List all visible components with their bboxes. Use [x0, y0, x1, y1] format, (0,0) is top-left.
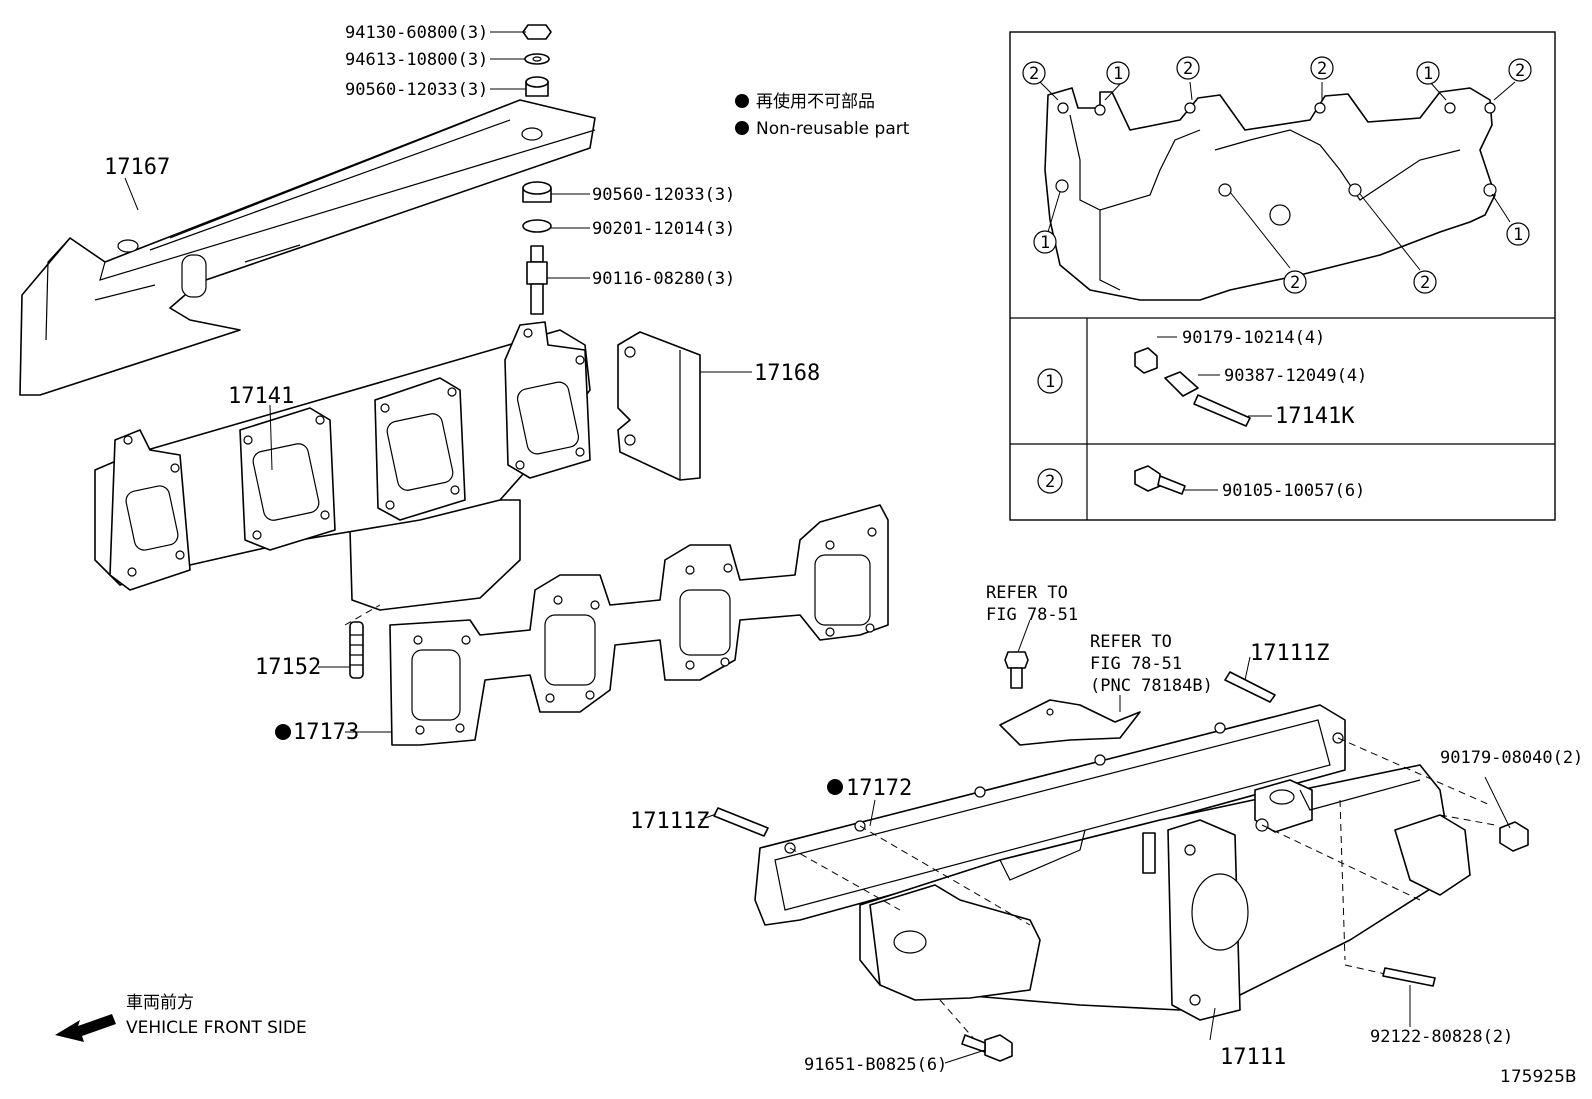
label-17111: 17111	[1220, 1045, 1286, 1070]
label-17168: 17168	[754, 361, 820, 386]
row1-stud: 17141K	[1275, 404, 1355, 429]
marker-1: 1	[1040, 233, 1050, 253]
label-17111Z-right: 17111Z	[1250, 641, 1329, 666]
label-92122: 92122-80828(2)	[1370, 1027, 1513, 1047]
figure-code: 175925B	[1500, 1067, 1577, 1087]
direction-en: VEHICLE FRONT SIDE	[126, 1018, 307, 1038]
gasket-17173	[389, 504, 889, 746]
inset-row1-fasteners	[1134, 347, 1251, 427]
legend-dot-en-icon	[735, 121, 749, 135]
bolt-91651	[961, 1034, 1013, 1062]
label-17141: 17141	[228, 384, 294, 409]
marker-2: 2	[1515, 61, 1525, 81]
label-90179-08040: 90179-08040(2)	[1440, 748, 1583, 768]
exhaust-manifold-17141	[94, 321, 591, 611]
marker-2: 2	[1183, 59, 1193, 79]
inset-markers	[1039, 81, 1516, 271]
leader-lines	[124, 31, 1511, 1064]
marker-2: 2	[1029, 64, 1039, 84]
intake-manifold-17111	[859, 764, 1471, 1021]
refer2-line1: REFER TO	[1090, 632, 1172, 652]
label-17172: 17172	[846, 776, 912, 801]
row1-marker: 1	[1045, 372, 1055, 392]
refer2-line2: FIG 78-51	[1090, 654, 1182, 674]
refer1-line2: FIG 78-51	[986, 605, 1078, 625]
nut-90179-08040	[1499, 821, 1529, 852]
label-94130: 94130-60800(3)	[345, 23, 488, 43]
marker-1: 1	[1513, 225, 1523, 245]
alignment-lines	[789, 737, 1496, 1041]
stud-92122	[1382, 967, 1436, 987]
stud-17111Z-left	[713, 807, 769, 837]
refer2-line3: (PNC 78184B)	[1090, 676, 1213, 696]
marker-2: 2	[1420, 273, 1430, 293]
bolt-refer	[1004, 651, 1029, 689]
row1-collar: 90387-12049(4)	[1224, 366, 1367, 386]
row1-marker-circle	[1037, 368, 1063, 394]
legend-dot-jp-icon	[735, 94, 749, 108]
legend-en: Non-reusable part	[756, 119, 910, 139]
legend-jp: 再使用不可部品	[756, 91, 875, 112]
inset-row2-bolt	[1134, 465, 1186, 495]
label-90201: 90201-12014(3)	[592, 219, 735, 239]
row2-marker: 2	[1045, 472, 1055, 492]
label-90560: 90560-12033(3)	[592, 185, 735, 205]
bracket-17168	[617, 331, 701, 481]
label-90560-top: 90560-12033(3)	[345, 80, 488, 100]
non-reusable-dot-17173-icon	[275, 724, 291, 740]
row2-marker-circle	[1037, 468, 1063, 494]
marker-1: 1	[1113, 64, 1123, 84]
label-94613: 94613-10800(3)	[345, 50, 488, 70]
inset-number-markers: 2 1 2 2 1 2 1 2 2 1	[1022, 56, 1532, 294]
direction-jp: 車両前方	[126, 993, 194, 1013]
label-17173: 17173	[293, 720, 359, 745]
heat-insulator-17167	[19, 99, 596, 396]
stud-17152	[349, 621, 364, 679]
label-17152: 17152	[255, 655, 321, 680]
marker-1: 1	[1423, 64, 1433, 84]
row2-bolt: 90105-10057(6)	[1222, 481, 1365, 501]
top-fasteners	[522, 24, 552, 97]
stud-17111Z-right	[1224, 671, 1276, 703]
marker-2: 2	[1317, 59, 1327, 79]
marker-2: 2	[1290, 273, 1300, 293]
row1-bolt: 90179-10214(4)	[1182, 328, 1325, 348]
inset-detail-box	[1009, 31, 1556, 521]
vehicle-front-arrow-icon	[55, 1014, 116, 1042]
label-91651: 91651-B0825(6)	[804, 1055, 947, 1075]
bracket-78184b	[999, 699, 1141, 746]
label-17167: 17167	[104, 155, 170, 180]
label-90116: 90116-08280(3)	[592, 269, 735, 289]
middle-fasteners	[522, 181, 552, 315]
refer1-line1: REFER TO	[986, 583, 1068, 603]
label-17111Z-left: 17111Z	[630, 809, 709, 834]
non-reusable-dot-17172-icon	[827, 779, 843, 795]
